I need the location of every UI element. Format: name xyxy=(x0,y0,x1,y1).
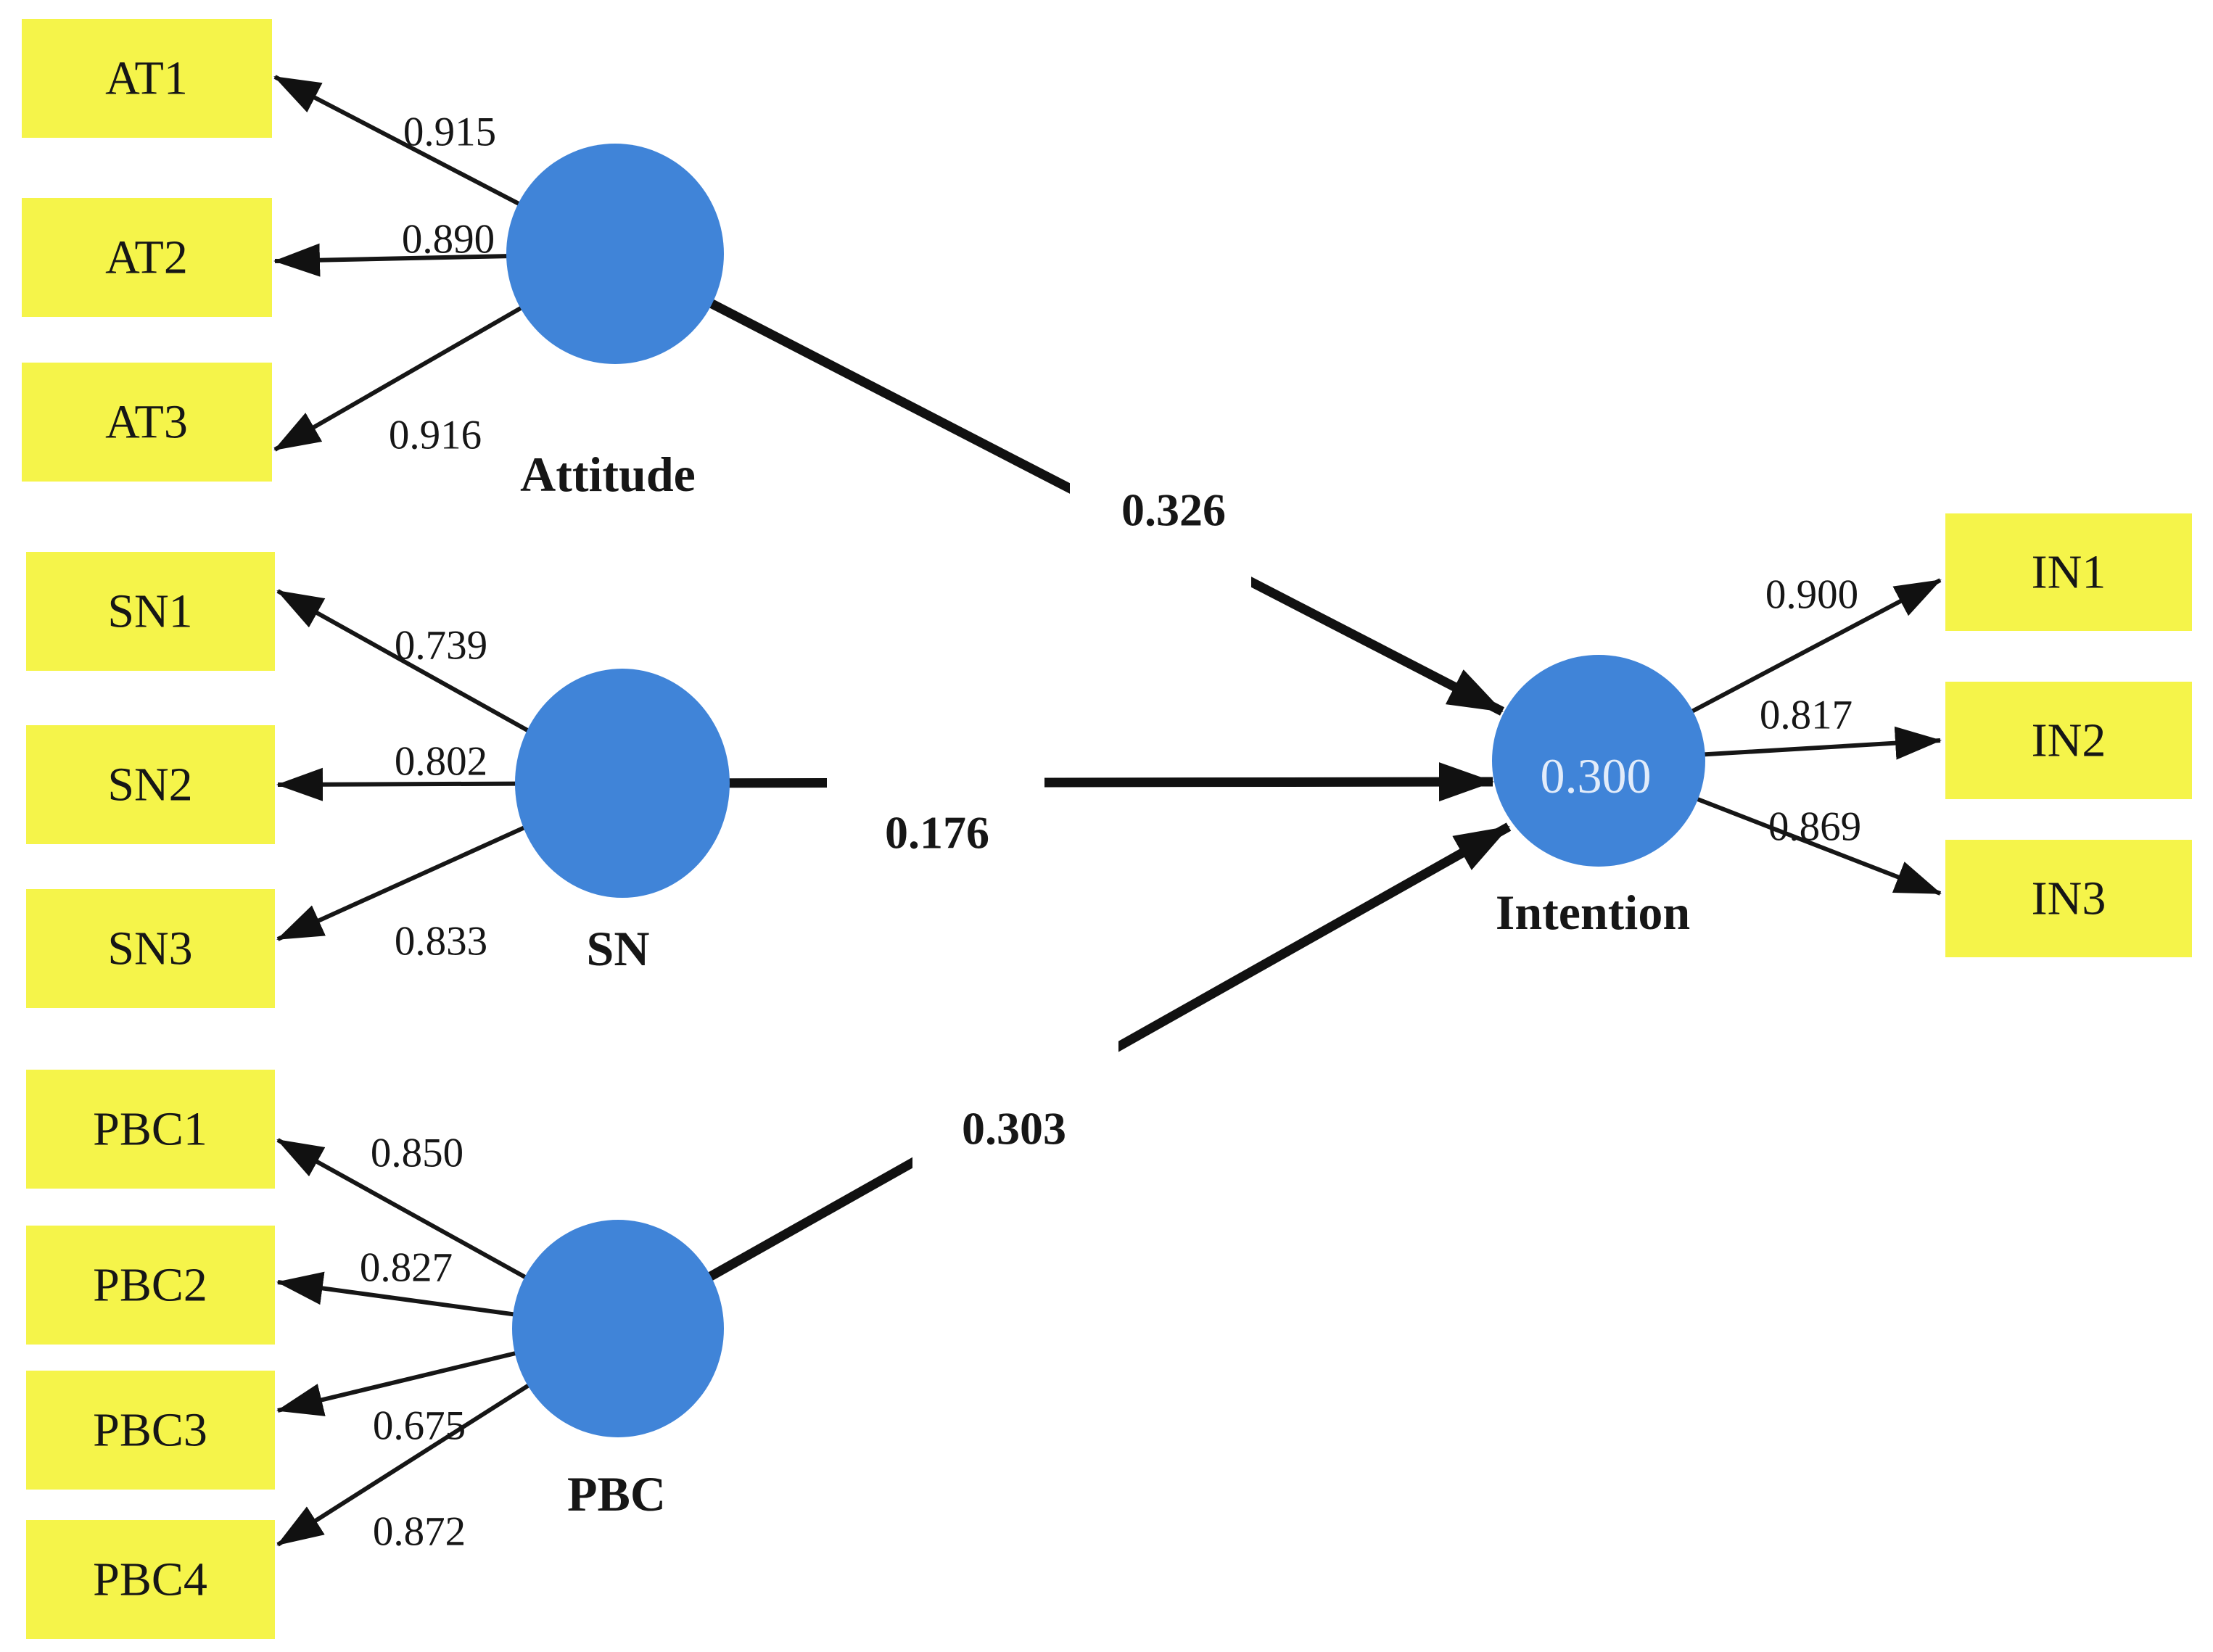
indicator-in2: IN2 xyxy=(1945,682,2192,799)
indicator-box-in2 xyxy=(1945,682,2192,799)
indicator-box-in3 xyxy=(1945,840,2192,957)
loading-pbc3: 0.675 xyxy=(373,1403,466,1449)
loading-at2: 0.890 xyxy=(402,217,495,263)
indicator-label-in1: IN1 xyxy=(2032,546,2106,599)
structural-paths xyxy=(613,249,1512,1333)
intention-r2-value: 0.300 xyxy=(1541,748,1652,804)
indicator-pbc2: PBC2 xyxy=(26,1226,275,1345)
label-gap-sn-path xyxy=(827,753,1044,815)
indicator-label-pbc2: PBC2 xyxy=(93,1259,207,1312)
indicator-box-sn3 xyxy=(26,889,275,1008)
coefficient-sn-intention: 0.176 xyxy=(885,807,989,859)
construct-nodes: 0.300 Attitude SN PBC Intention xyxy=(506,144,1705,1521)
indicator-box-sn1 xyxy=(26,552,275,671)
indicator-box-at2 xyxy=(22,198,272,317)
construct-circle-attitude xyxy=(506,144,724,364)
indicator-label-sn2: SN2 xyxy=(107,759,192,811)
loading-sn3: 0.833 xyxy=(395,919,487,965)
indicator-box-at3 xyxy=(22,363,272,482)
indicator-box-pbc2 xyxy=(26,1226,275,1345)
construct-label-intention: Intention xyxy=(1496,885,1690,940)
indicator-label-in3: IN3 xyxy=(2032,872,2106,925)
indicator-box-sn2 xyxy=(26,725,275,844)
loading-in1: 0.900 xyxy=(1765,572,1858,618)
indicator-at1: AT1 xyxy=(22,19,272,138)
indicator-pbc3: PBC3 xyxy=(26,1371,275,1490)
indicator-box-in1 xyxy=(1945,513,2192,631)
loading-at1: 0.915 xyxy=(403,110,496,155)
indicator-label-pbc1: PBC1 xyxy=(93,1103,207,1156)
coefficient-attitude-intention: 0.326 xyxy=(1121,484,1226,536)
indicator-label-sn1: SN1 xyxy=(107,585,192,638)
loading-at3: 0.916 xyxy=(389,413,482,458)
construct-label-pbc: PBC xyxy=(567,1466,666,1521)
indicator-label-sn3: SN3 xyxy=(107,922,192,975)
construct-circle-pbc xyxy=(512,1220,724,1437)
indicator-in1: IN1 xyxy=(1945,513,2192,631)
label-gap-pbc-path xyxy=(912,1039,1118,1174)
indicator-label-in2: IN2 xyxy=(2032,714,2106,767)
path-coefficient-labels: 0.326 0.176 0.303 xyxy=(885,484,1226,1155)
indicator-label-at3: AT3 xyxy=(105,396,188,449)
indicator-sn3: SN3 xyxy=(26,889,275,1008)
path-arrow-sn-to-intention xyxy=(622,762,1494,802)
indicator-pbc4: PBC4 xyxy=(26,1520,275,1639)
loading-pbc4: 0.872 xyxy=(373,1509,466,1555)
indicator-at3: AT3 xyxy=(22,363,272,482)
indicator-box-pbc1 xyxy=(26,1070,275,1189)
indicator-label-pbc4: PBC4 xyxy=(93,1553,207,1606)
construct-circle-sn xyxy=(515,669,730,898)
path-arrow-attitude-to-intention xyxy=(613,249,1504,716)
indicator-sn1: SN1 xyxy=(26,552,275,671)
loading-in3: 0.869 xyxy=(1768,804,1861,850)
indicator-box-at1 xyxy=(22,19,272,138)
label-gap-attitude-path xyxy=(1070,461,1251,591)
loading-in2: 0.817 xyxy=(1760,693,1853,738)
construct-circle-intention xyxy=(1492,655,1705,867)
indicator-box-pbc4 xyxy=(26,1520,275,1639)
indicator-at2: AT2 xyxy=(22,198,272,317)
indicator-pbc1: PBC1 xyxy=(26,1070,275,1189)
loading-sn2: 0.802 xyxy=(395,739,487,785)
indicator-in3: IN3 xyxy=(1945,840,2192,957)
indicator-boxes: AT1 AT2 AT3 SN1 SN2 SN3 PBC1 PBC2 xyxy=(22,19,2192,1639)
indicator-box-pbc3 xyxy=(26,1371,275,1490)
indicator-label-pbc3: PBC3 xyxy=(93,1404,207,1457)
indicator-label-at1: AT1 xyxy=(105,52,188,105)
loading-labels: 0.915 0.890 0.916 0.739 0.802 0.833 0.85… xyxy=(360,110,1861,1555)
loading-pbc1: 0.850 xyxy=(371,1131,463,1176)
indicator-label-at2: AT2 xyxy=(105,231,188,284)
indicator-sn2: SN2 xyxy=(26,725,275,844)
construct-label-attitude: Attitude xyxy=(520,447,696,502)
construct-label-sn: SN xyxy=(587,921,650,976)
loading-sn1: 0.739 xyxy=(395,623,487,669)
coefficient-pbc-intention: 0.303 xyxy=(962,1103,1066,1155)
loading-pbc2: 0.827 xyxy=(360,1245,453,1291)
